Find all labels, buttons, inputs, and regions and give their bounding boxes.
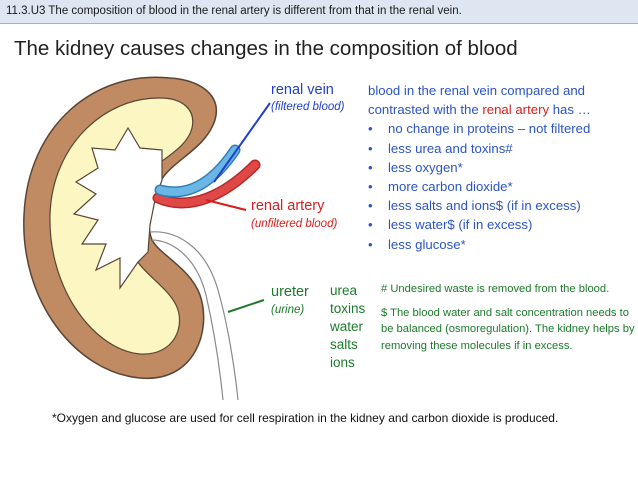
footnote-notes: # Undesired waste is removed from the bl… (381, 281, 636, 361)
ureter-sublabel: (urine) (271, 304, 305, 316)
renal-artery-sublabel: (unfiltered blood) (251, 218, 338, 230)
ureter-tube-inner (151, 239, 224, 401)
list-item: less urea and toxins# (368, 139, 630, 158)
list-item: toxins (330, 301, 366, 316)
ureter-pointer (227, 299, 265, 313)
list-item: ions (330, 355, 355, 370)
hash-note: # Undesired waste is removed from the bl… (381, 283, 610, 295)
header-banner (0, 0, 638, 24)
list-item: less water$ (if in excess) (368, 215, 630, 234)
comparison-list: no change in proteins – not filtered les… (368, 119, 630, 254)
renal-pelvis (72, 126, 163, 290)
comparison-intro-2: contrasted with the renal artery has … (368, 102, 591, 118)
list-item: less oxygen* (368, 158, 630, 177)
renal-vein-label: renal vein (271, 82, 334, 98)
list-item: less glucose* (368, 235, 630, 254)
renal-artery-label: renal artery (251, 198, 325, 214)
list-item: urea (330, 283, 358, 298)
renal-vein-pointer (213, 102, 271, 183)
urine-contents-list: urea toxins water salts ions (330, 282, 365, 372)
list-item: salts (330, 337, 358, 352)
comparison-panel: blood in the renal vein compared and con… (368, 81, 630, 254)
list-item: no change in proteins – not filtered (368, 119, 630, 138)
list-item: water (330, 319, 364, 334)
banner-text: 11.3.U3 The composition of blood in the … (6, 5, 462, 17)
comparison-intro-1: blood in the renal vein compared and (368, 83, 586, 98)
renal-artery-pointer (205, 199, 247, 211)
list-item: less salts and ions$ (if in excess) (368, 196, 630, 215)
page-title: The kidney causes changes in the composi… (14, 37, 518, 60)
list-item: more carbon dioxide* (368, 177, 630, 196)
renal-vein-sublabel: (filtered blood) (271, 101, 345, 113)
asterisk-footnote: *Oxygen and glucose are used for cell re… (52, 411, 559, 425)
ureter-tube (149, 231, 239, 401)
dollar-note: $ The blood water and salt concentration… (381, 306, 635, 352)
ureter-label: ureter (271, 284, 309, 300)
renal-artery-inline: renal artery (482, 102, 550, 118)
